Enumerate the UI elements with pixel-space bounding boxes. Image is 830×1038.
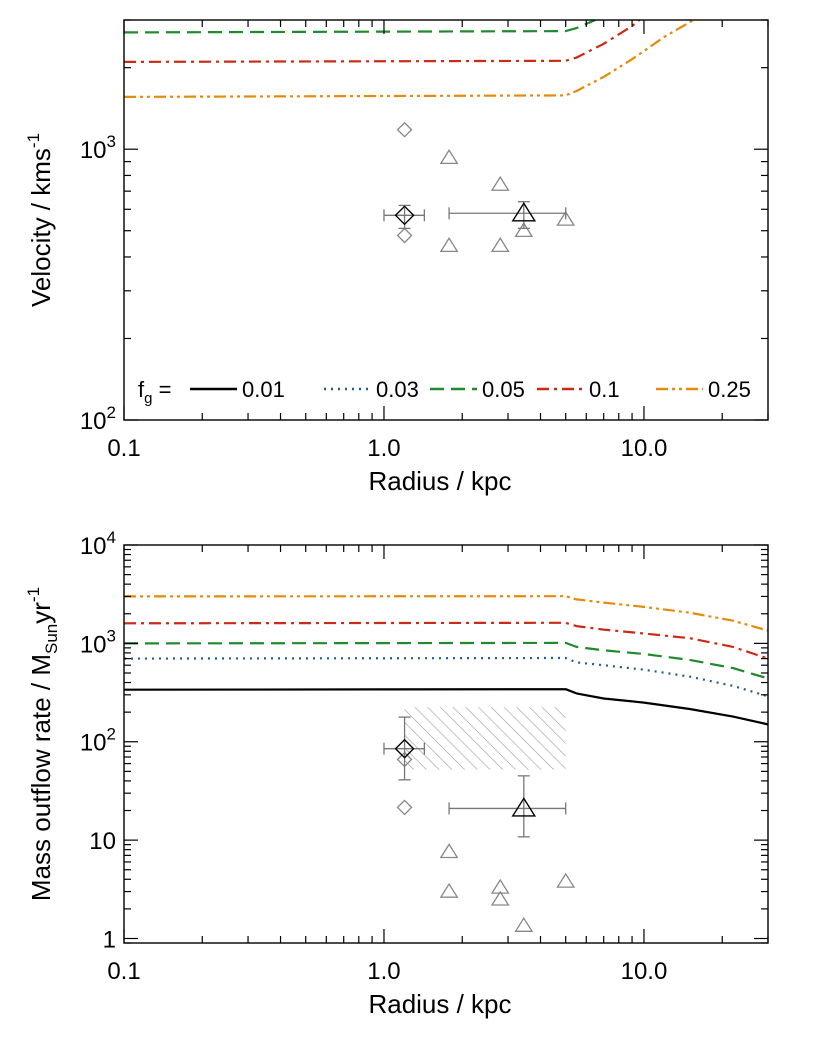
legend-label-0.1: 0.1 <box>589 377 620 402</box>
mean-point-diamond <box>394 205 415 226</box>
error-bar-diamond <box>383 716 426 781</box>
y-tick-label: 102 <box>80 725 116 757</box>
y-axis-title: Mass outflow rate / MSunyr-1 <box>24 587 61 901</box>
scatter-point-triangle <box>490 237 510 253</box>
scatter-point-triangle <box>439 237 459 253</box>
y-tick-label: 1 <box>103 926 116 953</box>
mean-point-diamond <box>394 738 415 759</box>
x-axis-title: Radius / kpc <box>368 466 511 496</box>
error-bar-triangle <box>448 201 567 230</box>
x-tick-label: 0.1 <box>107 435 140 462</box>
scatter-point-triangle <box>439 149 459 165</box>
series-line-0.1 <box>124 20 641 63</box>
scatter-point-triangle <box>490 878 510 894</box>
legend: fg = 0.01 0.03 0.05 0.1 0.25 <box>138 377 751 407</box>
x-tick-label: 10.0 <box>621 958 668 985</box>
scatter-point-diamond <box>396 799 413 816</box>
scatter-point-diamond <box>396 227 413 244</box>
plot-area <box>124 595 768 932</box>
scatter-point-triangle <box>439 843 459 859</box>
legend-label-0.03: 0.03 <box>376 377 419 402</box>
x-tick-label: 0.1 <box>107 958 140 985</box>
y-axis-ticks <box>124 19 768 421</box>
scatter-point-triangle <box>556 872 576 888</box>
series-line-0.05 <box>124 20 596 34</box>
x-tick-label: 1.0 <box>367 435 400 462</box>
x-axis-ticks <box>123 545 769 943</box>
y-tick-label: 103 <box>80 132 116 164</box>
scatter-point-triangle <box>514 221 534 237</box>
x-axis-ticks <box>123 20 769 420</box>
y-tick-label: 104 <box>80 528 116 560</box>
y-tick-label: 10 <box>89 828 116 855</box>
y-axis-title: Velocity / kms-1 <box>24 133 56 307</box>
series-line-0.01 <box>124 688 768 726</box>
x-axis-title: Radius / kpc <box>368 989 511 1019</box>
legend-label-0.01: 0.01 <box>242 377 285 402</box>
series-line-0.25 <box>124 20 694 98</box>
series-line-0.25 <box>124 595 768 632</box>
y-tick-label: 103 <box>80 626 116 658</box>
error-bar-diamond <box>383 204 426 230</box>
hatched-region <box>404 707 566 770</box>
scatter-point-triangle <box>556 210 576 226</box>
x-tick-label: 10.0 <box>621 435 668 462</box>
x-tick-label: 1.0 <box>367 958 400 985</box>
scatter-point-triangle <box>514 916 534 932</box>
legend-title: fg = <box>138 377 171 407</box>
error-bar-triangle <box>448 775 567 838</box>
mean-point-triangle <box>511 201 537 222</box>
y-axis-ticks <box>124 544 768 944</box>
mean-point-triangle <box>511 797 537 817</box>
scatter-point-triangle <box>490 175 510 191</box>
scatter-point-triangle <box>439 882 459 898</box>
plot-frame <box>123 19 769 421</box>
series-line-0.1 <box>124 621 768 660</box>
legend-label-0.05: 0.05 <box>482 377 525 402</box>
plot-frame <box>123 544 769 944</box>
legend-label-0.25: 0.25 <box>708 377 751 402</box>
y-tick-label: 102 <box>80 403 116 435</box>
series-line-0.05 <box>124 641 768 680</box>
scatter-point-diamond <box>396 121 413 138</box>
plot-area <box>124 20 694 253</box>
scatter-point-triangle <box>490 890 510 906</box>
